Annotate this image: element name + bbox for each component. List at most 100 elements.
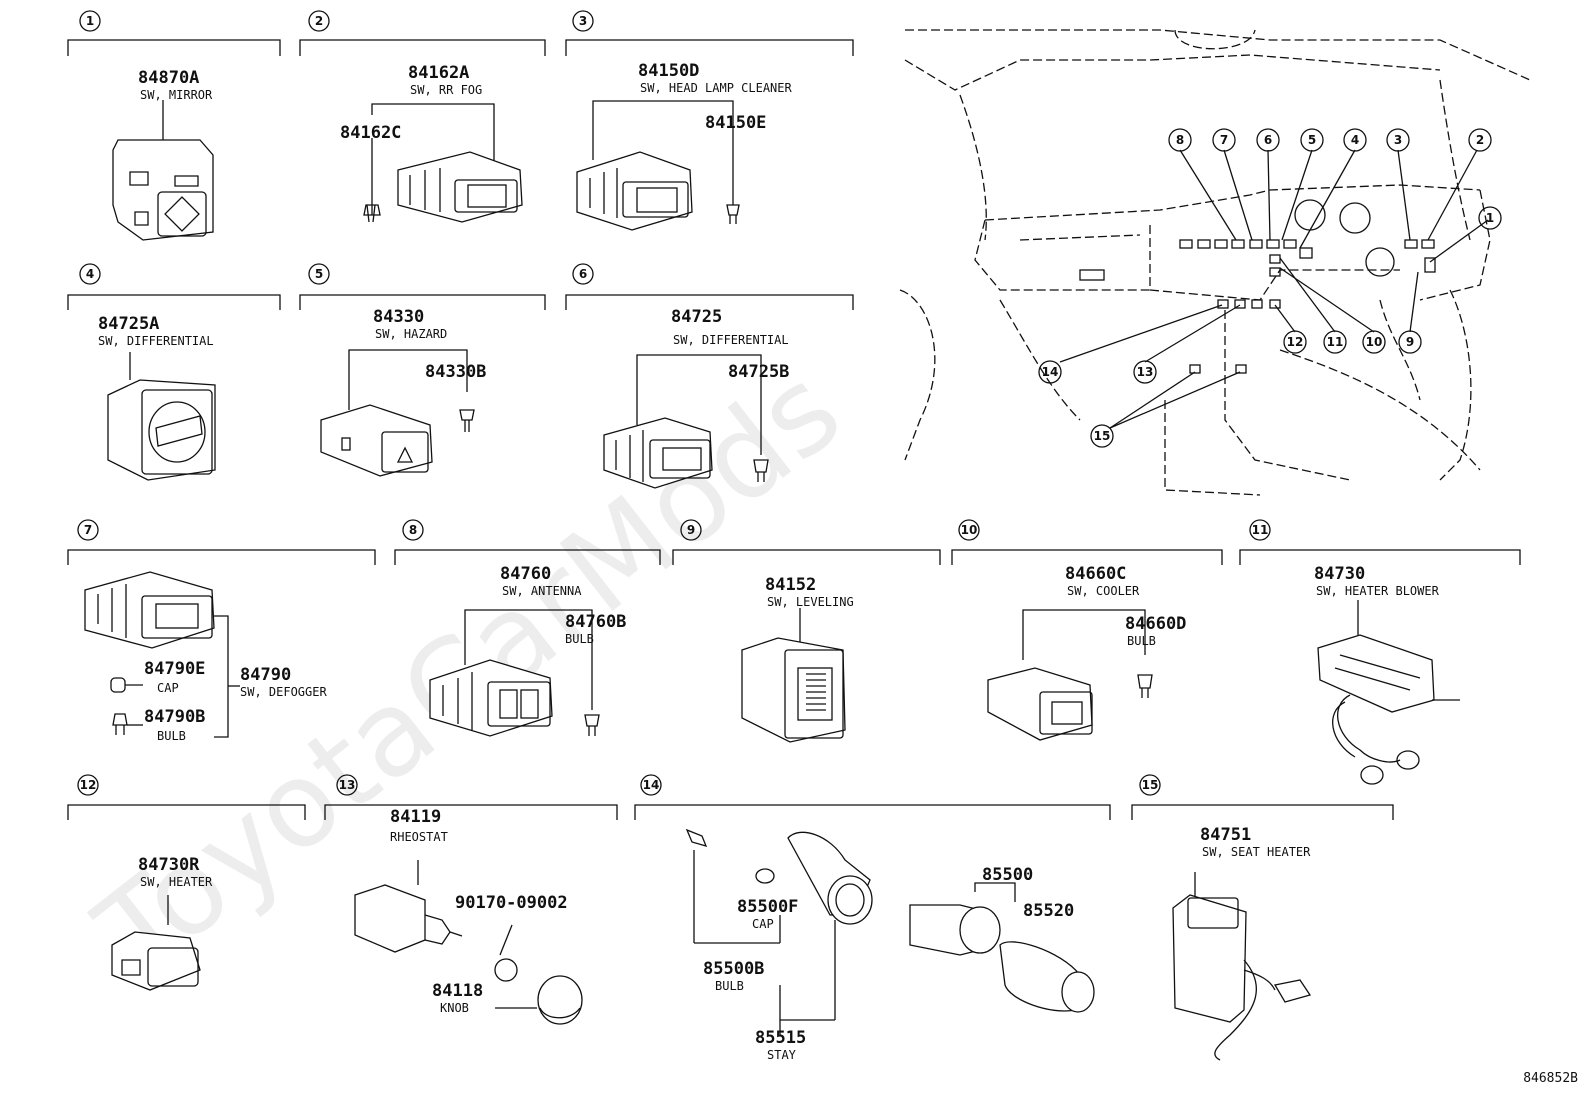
section-12 <box>67 774 306 991</box>
overview-callouts <box>1038 128 1502 448</box>
part-description: SW, DIFFERENTIAL <box>98 334 214 348</box>
part-description: BULB <box>715 979 744 993</box>
section-number: 12 <box>80 778 97 792</box>
part-number: 84725B <box>728 362 789 382</box>
section-number: 15 <box>1142 778 1159 792</box>
part-description: SW, RR FOG <box>410 83 482 97</box>
callout-number: 12 <box>1287 335 1304 349</box>
part-number: 84725 <box>671 307 722 327</box>
callout-number: 14 <box>1042 365 1059 379</box>
callout-number: 6 <box>1264 133 1272 147</box>
section-number: 5 <box>315 267 323 281</box>
section-number: 4 <box>86 267 94 281</box>
section-8 <box>394 519 661 737</box>
callout-number: 1 <box>1486 211 1494 225</box>
part-number: 84751 <box>1200 825 1251 845</box>
section-number: 6 <box>579 267 587 281</box>
callout-number: 11 <box>1327 335 1344 349</box>
callout-number: 7 <box>1220 133 1228 147</box>
section-11 <box>1239 519 1521 785</box>
part-number: 84162A <box>408 63 469 83</box>
section-9 <box>672 519 941 743</box>
section-number: 13 <box>339 778 356 792</box>
callout-number: 4 <box>1351 133 1359 147</box>
dashboard-detail <box>1079 199 1436 374</box>
section-number: 2 <box>315 14 323 28</box>
overview-callout-numbers: 8 7 6 5 4 3 2 1 9 10 11 12 13 14 15 <box>1042 133 1495 443</box>
callout-number: 3 <box>1394 133 1402 147</box>
part-number: 90170-09002 <box>455 893 568 913</box>
part-description: SW, DIFFERENTIAL <box>673 333 789 347</box>
callout-number: 2 <box>1476 133 1484 147</box>
part-number: 84725A <box>98 314 159 334</box>
part-number: 84760B <box>565 612 626 632</box>
part-number: 84330B <box>425 362 486 382</box>
part-description: CAP <box>157 681 179 695</box>
part-description: SW, HEATER <box>140 875 213 889</box>
part-description: BULB <box>157 729 186 743</box>
section-3 <box>565 10 854 231</box>
section-13 <box>324 774 618 1025</box>
part-labels: 84870A SW, MIRROR 84162A SW, RR FOG 8416… <box>98 61 1440 1062</box>
section-1 <box>67 10 281 241</box>
part-number: 84730 <box>1314 564 1365 584</box>
callout-number: 5 <box>1308 133 1316 147</box>
part-description: SW, SEAT HEATER <box>1202 845 1311 859</box>
section-4 <box>67 263 281 481</box>
part-number: 84330 <box>373 307 424 327</box>
callout-number: 10 <box>1366 335 1383 349</box>
part-number: 84790E <box>144 659 205 679</box>
section-14 <box>634 774 1111 1036</box>
section-number: 8 <box>409 523 417 537</box>
part-number: 85500 <box>982 865 1033 885</box>
part-number: 85520 <box>1023 901 1074 921</box>
part-number: 85500B <box>703 959 764 979</box>
section-number: 3 <box>579 14 587 28</box>
part-number: 84162C <box>340 123 401 143</box>
section-2 <box>299 10 546 223</box>
part-description: CAP <box>752 917 774 931</box>
part-number: 84790B <box>144 707 205 727</box>
part-description: SW, COOLER <box>1067 584 1140 598</box>
part-number: 85515 <box>755 1028 806 1048</box>
diagram-code: 846852B <box>1523 1071 1578 1086</box>
overview-leaders <box>1059 149 1489 429</box>
section-number: 1 <box>86 14 94 28</box>
part-number: 84870A <box>138 68 199 88</box>
part-description: STAY <box>767 1048 797 1062</box>
part-number: 84660D <box>1125 614 1186 634</box>
part-number: 84150D <box>638 61 699 81</box>
part-number: 84660C <box>1065 564 1126 584</box>
section-number: 7 <box>84 523 92 537</box>
callout-number: 15 <box>1094 429 1111 443</box>
callout-number: 13 <box>1137 365 1154 379</box>
part-description: SW, HEAD LAMP CLEANER <box>640 81 792 95</box>
part-description: KNOB <box>440 1001 469 1015</box>
part-number: 84760 <box>500 564 551 584</box>
part-number: 84119 <box>390 807 441 827</box>
section-number: 11 <box>1252 523 1269 537</box>
section-number: 10 <box>961 523 978 537</box>
part-number: 84152 <box>765 575 816 595</box>
part-number: 85500F <box>737 897 798 917</box>
section-10 <box>951 519 1223 741</box>
section-6 <box>565 263 854 489</box>
callout-number: 9 <box>1406 335 1414 349</box>
part-number: 84118 <box>432 981 483 1001</box>
part-description: SW, HAZARD <box>375 327 447 341</box>
part-description: SW, LEVELING <box>767 595 854 609</box>
section-7 <box>67 519 376 738</box>
part-description: SW, MIRROR <box>140 88 213 102</box>
section-15 <box>1131 774 1394 1061</box>
section-number: 9 <box>687 523 695 537</box>
callout-number: 8 <box>1176 133 1184 147</box>
section-5 <box>299 263 546 477</box>
part-number: 84730R <box>138 855 200 875</box>
part-description: SW, DEFOGGER <box>240 685 327 699</box>
part-number: 84790 <box>240 665 291 685</box>
part-description: SW, ANTENNA <box>502 584 582 598</box>
section-numbers: 1 2 3 4 5 6 7 8 9 10 11 12 13 14 15 <box>80 14 1269 792</box>
part-description: BULB <box>1127 634 1156 648</box>
section-number: 14 <box>643 778 660 792</box>
